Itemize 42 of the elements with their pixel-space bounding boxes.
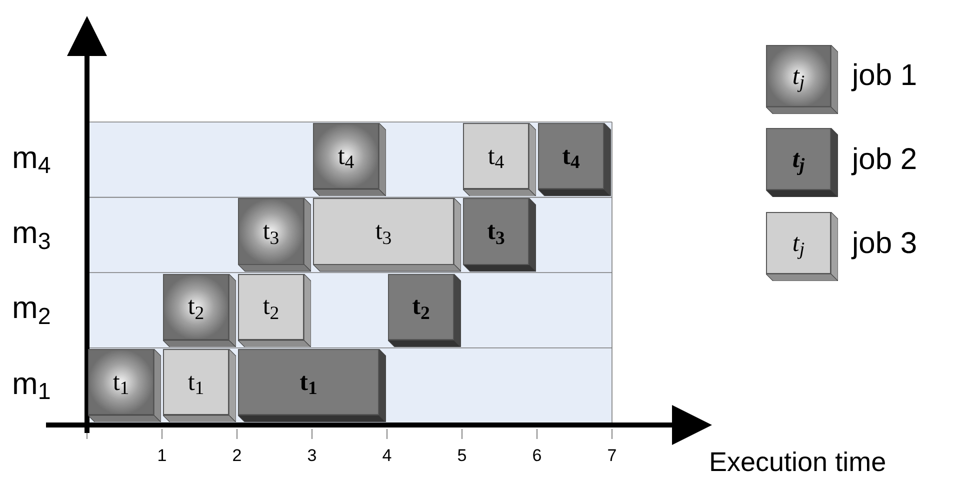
task-block	[238, 348, 386, 422]
task-block	[463, 198, 536, 272]
tick-label: 4	[382, 447, 392, 464]
task-block	[313, 198, 461, 272]
legend-label: job 1	[852, 61, 918, 91]
task-label: t$_{4}$	[562, 144, 580, 169]
task-label: t$_{2}$	[412, 294, 430, 320]
tick-label: 2	[232, 447, 242, 464]
task-label: t$_{2}$	[262, 294, 280, 320]
task-label: t$_{2}$	[188, 294, 204, 320]
task-block	[538, 123, 611, 196]
task-label: t$_{1}$	[300, 370, 318, 395]
task-block	[463, 123, 536, 196]
task-block	[163, 348, 236, 422]
task-label: t$_{4}$	[488, 144, 504, 169]
task-block	[313, 123, 386, 196]
task-label: t$_{3}$	[375, 218, 392, 244]
tick-label: 7	[607, 447, 617, 464]
task-block	[766, 212, 838, 281]
task-block	[88, 348, 161, 422]
task-label: t$_{4}$	[338, 144, 354, 169]
legend-label: job 2	[852, 145, 918, 175]
tick-label: 5	[457, 447, 467, 464]
task-block	[163, 274, 236, 347]
legend-label: job 3	[852, 229, 918, 259]
task-block	[388, 274, 461, 347]
task-block	[766, 128, 838, 197]
task-block	[238, 274, 311, 347]
task-block	[766, 45, 838, 114]
task-label: t$_{3}$	[487, 218, 505, 244]
tick-label: 1	[157, 447, 167, 464]
task-label: t$_{1}$	[112, 370, 130, 395]
tick-label: 3	[307, 447, 317, 464]
task-block	[238, 198, 311, 272]
machine-label: m$_{1}$	[12, 368, 51, 399]
tick-label: 6	[532, 447, 542, 464]
machine-label: m$_{2}$	[12, 292, 51, 324]
machine-label: m$_{3}$	[12, 216, 51, 248]
task-label: t$_{1}$	[188, 370, 204, 395]
machine-label: m$_{4}$	[12, 142, 51, 173]
axis-title: Execution time	[709, 449, 886, 476]
task-label: t$_{3}$	[262, 218, 280, 244]
